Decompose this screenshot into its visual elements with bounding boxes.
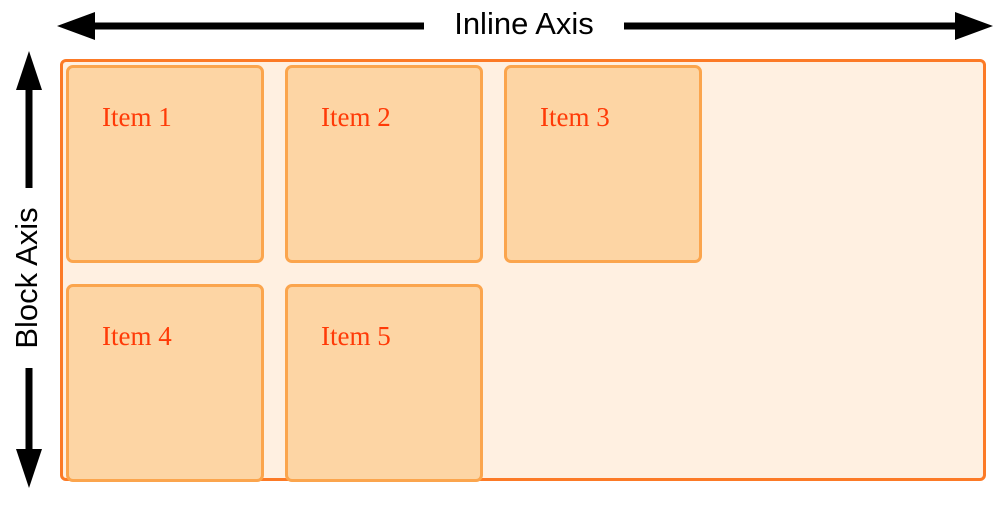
grid-item-5-label: Item 5 (321, 321, 391, 351)
grid-item-1: Item 1 (66, 65, 264, 263)
grid-item-4-label: Item 4 (102, 321, 172, 351)
block-axis-label: Block Axis (7, 188, 47, 368)
inline-axis-arrowhead-left (57, 12, 95, 40)
block-axis-arrowhead-down (16, 449, 42, 488)
grid-container: Item 1 Item 2 Item 3 Item 4 Item 5 (60, 59, 986, 482)
inline-axis-label: Inline Axis (424, 2, 624, 46)
grid-item-4: Item 4 (66, 284, 264, 482)
grid-item-5: Item 5 (285, 284, 483, 482)
grid-item-2: Item 2 (285, 65, 483, 263)
inline-axis-arrowhead-right (955, 12, 993, 40)
grid-item-1-label: Item 1 (102, 102, 172, 132)
grid-item-3: Item 3 (504, 65, 702, 263)
grid-item-3-label: Item 3 (540, 102, 610, 132)
block-axis-arrowhead-up (16, 51, 42, 90)
grid-item-2-label: Item 2 (321, 102, 391, 132)
